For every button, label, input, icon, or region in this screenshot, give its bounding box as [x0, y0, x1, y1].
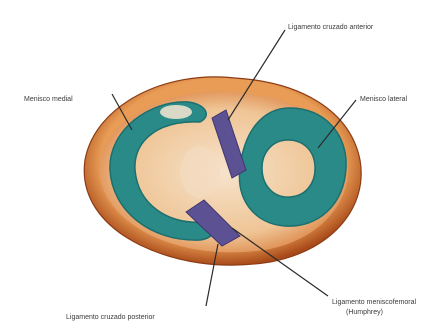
label-posterior-cruciate-ligament: Ligamento cruzado posterior [66, 313, 155, 322]
label-lateral-meniscus: Menisco lateral [360, 95, 407, 104]
label-anterior-cruciate-ligament: Ligamento cruzado anterior [288, 23, 373, 32]
cartilage-highlight [160, 105, 192, 119]
label-meniscofemoral-ligament: Ligamento meniscofemoral [332, 298, 416, 307]
label-medial-meniscus: Menisco medial [24, 95, 73, 104]
label-meniscofemoral-ligament-sub: (Humphrey) [346, 308, 383, 317]
cartilage-highlight [180, 146, 220, 198]
